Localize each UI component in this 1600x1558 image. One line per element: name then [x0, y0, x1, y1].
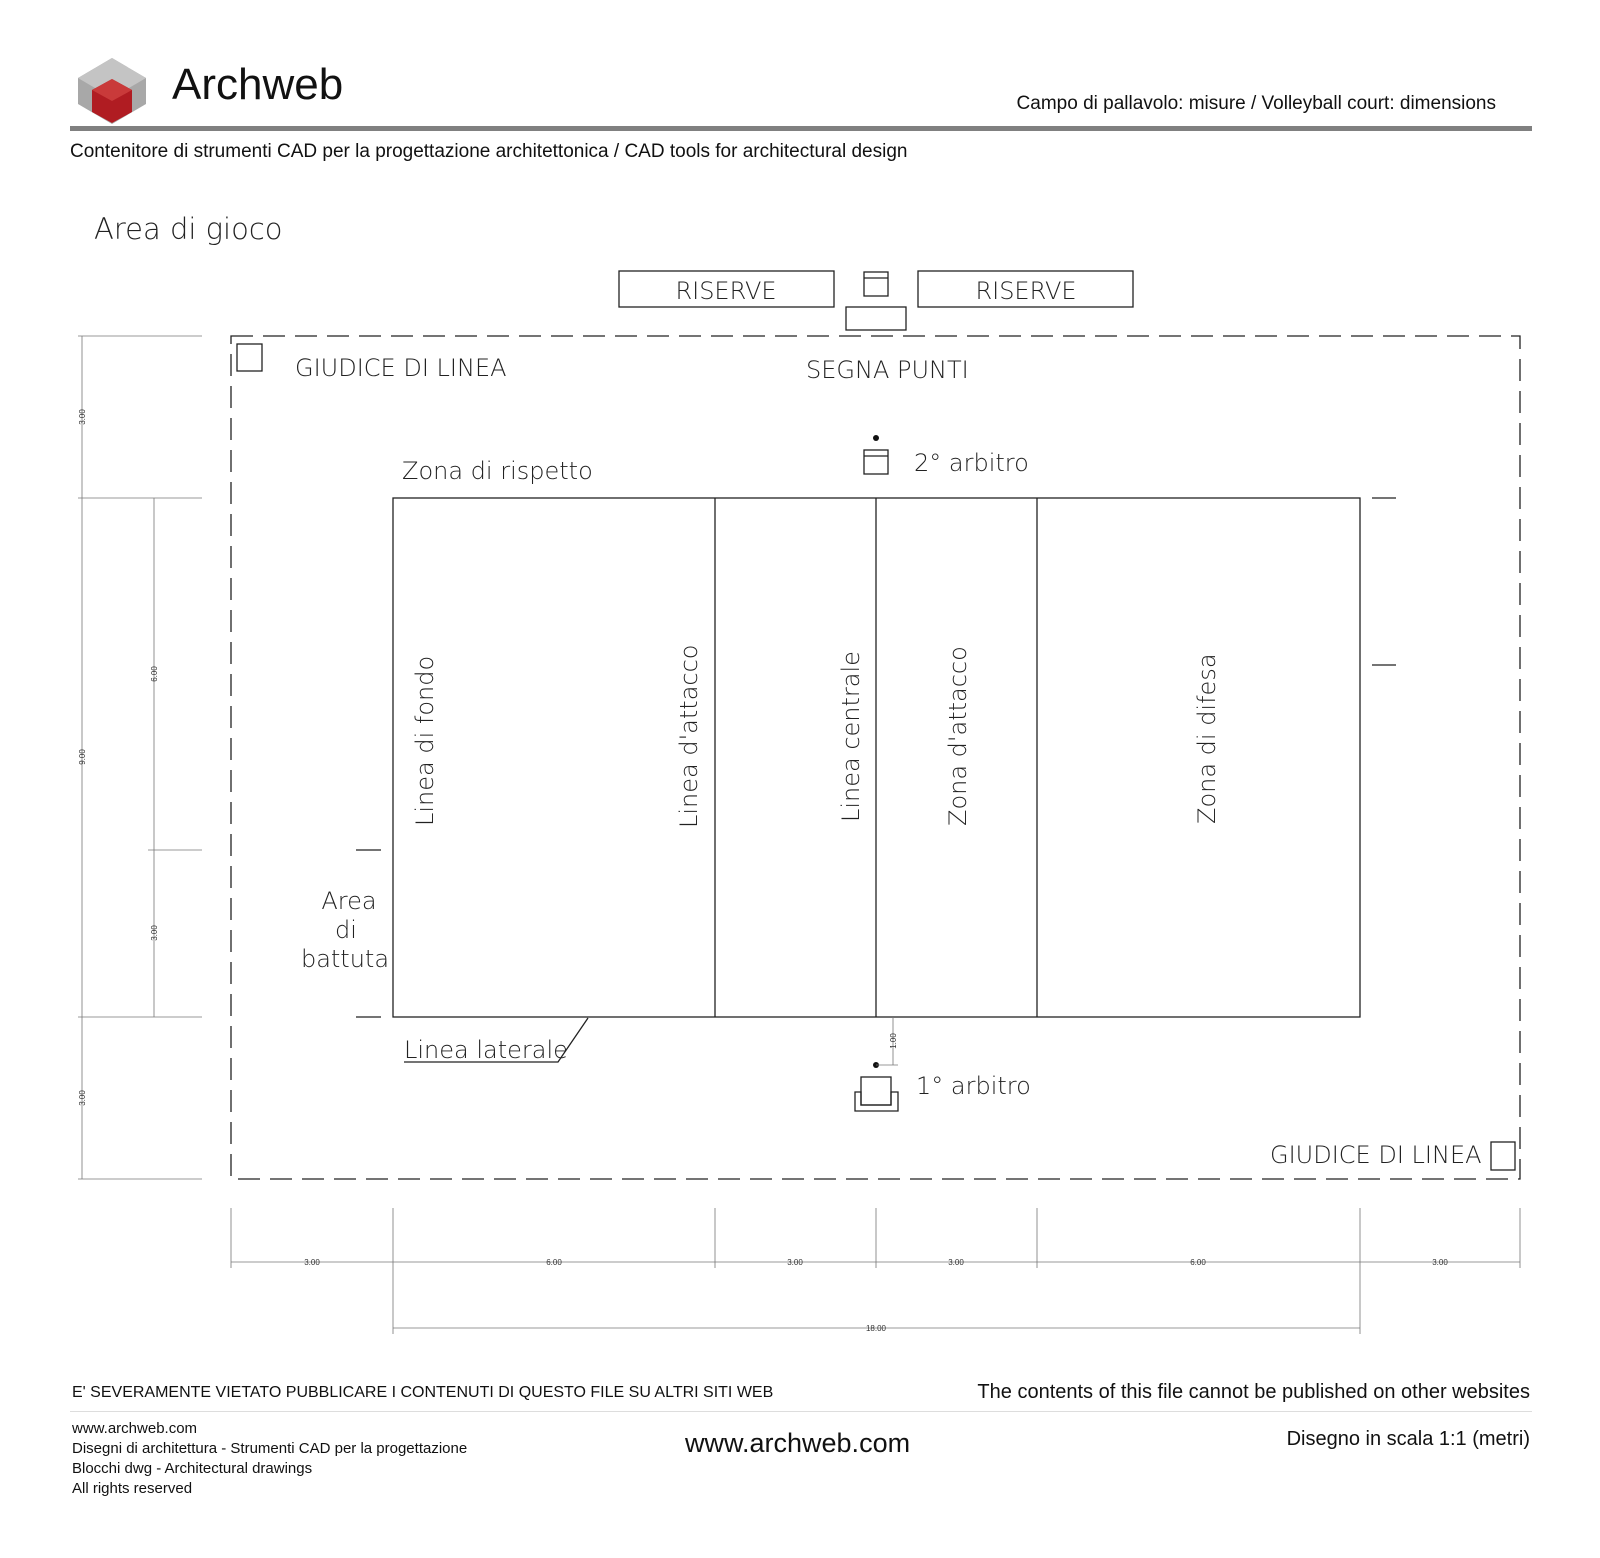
dim-h-6: 3.00 [1432, 1258, 1448, 1267]
scorer-table [845, 306, 907, 331]
center-line-label: Linea centrale [837, 651, 865, 822]
reserve-bench-left [618, 270, 835, 308]
footer-info-line: All rights reserved [72, 1480, 193, 1497]
second-referee-label: 2° arbitro [914, 449, 1029, 477]
dim-v-inner-2: 3.00 [150, 925, 159, 941]
brand-name: Archweb [172, 60, 344, 109]
subtitle: Contenitore di strumenti CAD per la prog… [70, 141, 908, 162]
dim-v-2: 9.00 [78, 749, 87, 765]
footer-info-line: Disegni di architettura - Strumenti CAD … [72, 1440, 468, 1457]
dim-v-inner-1: 6.00 [150, 666, 159, 682]
dim-v-1: 3.00 [78, 409, 87, 425]
dim-referee: 1.00 [889, 1033, 898, 1049]
warning-italian: E' SEVERAMENTE VIETATO PUBBLICARE I CONT… [72, 1384, 774, 1401]
line-judge-bottom-box [1490, 1141, 1516, 1171]
dimension-lines [78, 335, 1521, 1334]
first-referee-label: 1° arbitro [916, 1072, 1031, 1100]
section-title: Area di gioco [94, 212, 283, 246]
service-area-label-3: battuta [301, 945, 389, 973]
defense-zone-label: Zona di difesa [1193, 653, 1221, 824]
line-judge-bottom-label: GIUDICE DI LINEA [1270, 1141, 1482, 1169]
footer-info: www.archweb.com Disegni di architettura … [72, 1419, 467, 1499]
second-referee-chair [863, 449, 889, 475]
reserve-left-label: RISERVE [675, 277, 776, 305]
free-zone-label: Zona di rispetto [402, 457, 593, 485]
first-referee-chair [860, 1076, 892, 1106]
drawing-title: Campo di pallavolo: misure / Volleyball … [1016, 93, 1496, 114]
dim-h-4: 3.00 [948, 1258, 964, 1267]
footer-info-line: www.archweb.com [72, 1420, 198, 1437]
reserve-bench-right [917, 270, 1134, 308]
warning-english: The contents of this file cannot be publ… [977, 1381, 1530, 1403]
line-judge-top-box [236, 343, 263, 372]
side-line-label: Linea laterale [404, 1036, 568, 1064]
footer-info-line: Blocchi dwg - Architectural drawings [72, 1460, 313, 1477]
scorer-label: SEGNA PUNTI [806, 356, 969, 384]
footer-divider [70, 1411, 1532, 1412]
dim-h-1: 3.00 [304, 1258, 320, 1267]
attack-line-label: Linea d'attacco [675, 645, 703, 829]
end-line-label: Linea di fondo [411, 656, 439, 826]
dim-h-total: 18.00 [866, 1324, 887, 1333]
reserve-right-label: RISERVE [975, 277, 1076, 305]
line-judge-top-label: GIUDICE DI LINEA [295, 354, 507, 382]
dim-h-5: 6.00 [1190, 1258, 1206, 1267]
service-area-label-2: di [335, 916, 357, 944]
footer-site-link[interactable]: www.archweb.com [685, 1428, 911, 1458]
service-area-label-1: Area [321, 887, 376, 915]
scale-note: Disegno in scala 1:1 (metri) [1286, 1428, 1530, 1450]
side-line-leader [404, 1017, 589, 1063]
dim-v-3: 3.00 [78, 1090, 87, 1106]
dim-h-3: 3.00 [787, 1258, 803, 1267]
attack-zone-label: Zona d'attacco [944, 646, 972, 826]
free-zone-boundary [230, 335, 1521, 1180]
header-rule [70, 126, 1532, 131]
dim-h-2: 6.00 [546, 1258, 562, 1267]
